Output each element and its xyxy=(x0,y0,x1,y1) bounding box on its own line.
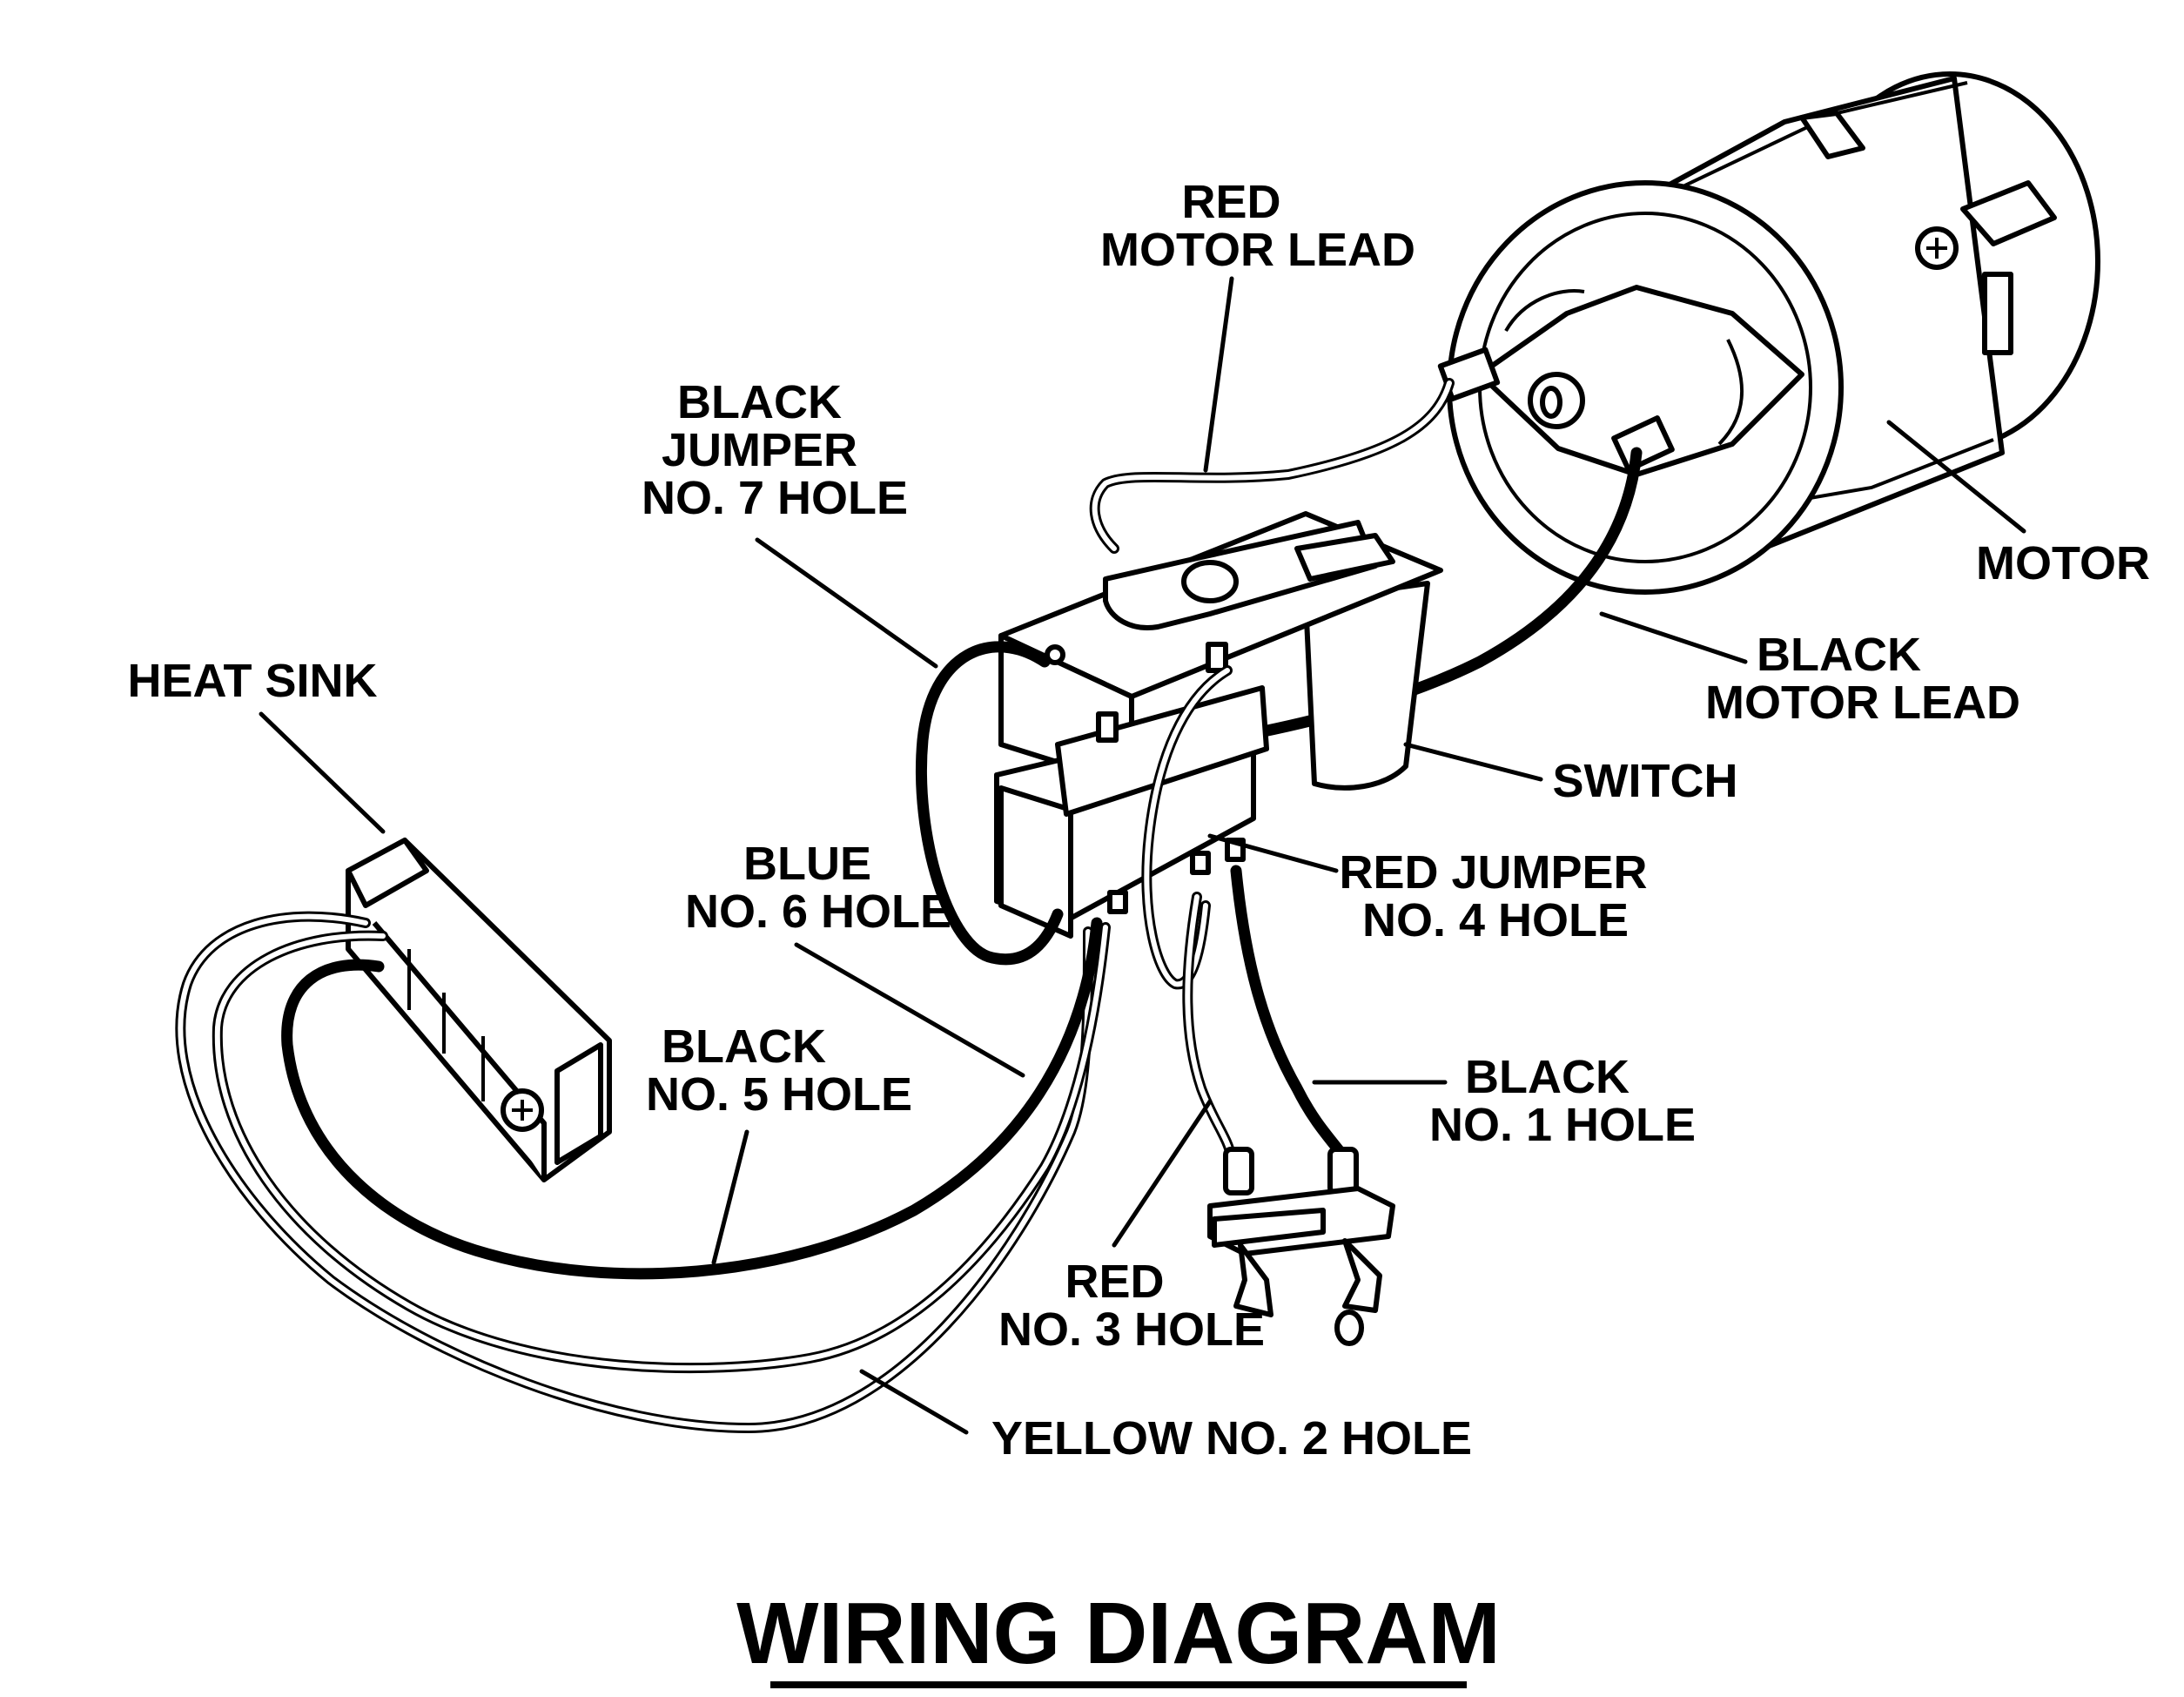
yellow-label: YELLOW NO. 2 HOLE xyxy=(991,1412,1472,1465)
motor-icon xyxy=(1437,71,2100,595)
red-3-leader xyxy=(1112,1099,1213,1248)
black-1-wire xyxy=(1230,865,1351,1164)
page-title: WIRING DIAGRAM xyxy=(736,1585,1501,1682)
black-motor-lead-wire xyxy=(1160,447,1643,755)
yellow-wire xyxy=(212,922,1111,1374)
black-jumper-label: BLACK JUMPER NO. 7 HOLE xyxy=(642,376,908,524)
red-motor-lead-wire xyxy=(1089,378,1455,554)
switch-icon xyxy=(994,511,1443,939)
red-3-wire xyxy=(1182,892,1237,1163)
heat-sink-icon xyxy=(346,838,612,1182)
motor-label: MOTOR xyxy=(1976,537,2150,589)
yellow-leader xyxy=(859,1369,969,1435)
black-jumper-wire xyxy=(915,641,1064,966)
terminal-block-icon xyxy=(1207,1147,1395,1346)
red-jumper-label: RED JUMPER NO. 4 HOLE xyxy=(1339,846,1660,946)
red-3-label: RED NO. 3 HOLE xyxy=(998,1256,1265,1356)
black-jumper-leader xyxy=(755,537,938,669)
black-5-wire xyxy=(281,917,1103,1280)
black-1-label: BLACK NO. 1 HOLE xyxy=(1429,1051,1696,1151)
red-jumper-leader xyxy=(1207,833,1339,873)
red-motor-lead-leader xyxy=(1203,276,1234,473)
black-motor-lead-leader xyxy=(1599,611,1748,664)
red-motor-lead-label: RED MOTOR LEAD xyxy=(1100,176,1415,276)
switch-label: SWITCH xyxy=(1553,755,1738,807)
blue-leader xyxy=(794,942,1025,1078)
heat-sink-label: HEAT SINK xyxy=(127,655,377,707)
heat-sink-leader xyxy=(259,711,386,834)
black-5-label: BLACK NO. 5 HOLE xyxy=(646,1020,912,1121)
black-motor-lead-label: BLACK MOTOR LEAD xyxy=(1705,629,2020,729)
switch-leader xyxy=(1403,742,1543,782)
blue-label: BLUE NO. 6 HOLE xyxy=(685,838,951,938)
black-5-leader xyxy=(711,1129,749,1265)
motor-leader xyxy=(1886,420,2026,534)
blue-wire xyxy=(175,911,1093,1434)
